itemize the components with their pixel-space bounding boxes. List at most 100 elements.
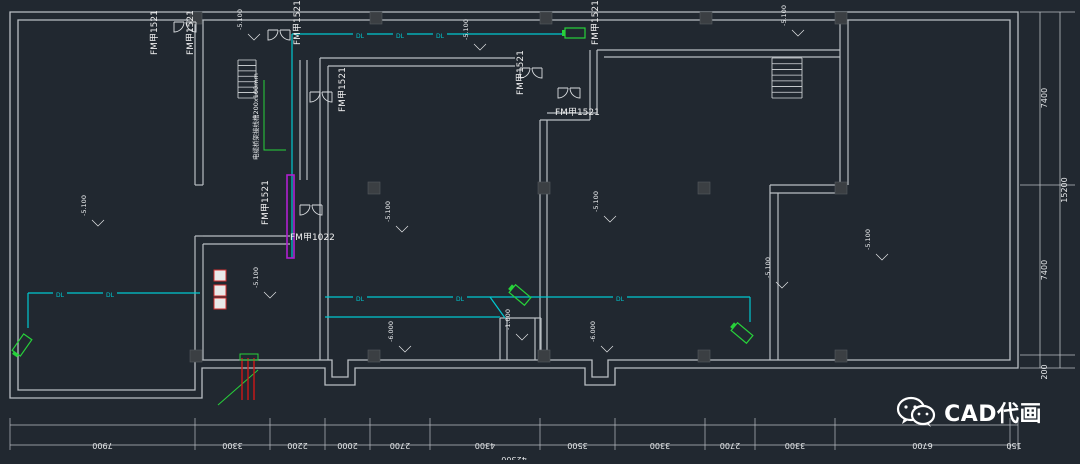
elevation-label: -5.100 <box>780 5 788 26</box>
equipment <box>11 27 754 358</box>
door-label: FM甲1521 <box>337 67 348 112</box>
structural-column <box>537 181 551 195</box>
door-swing <box>309 91 333 103</box>
cable-sleeve <box>239 353 259 361</box>
fixture-head <box>562 30 565 36</box>
elevation-marker <box>91 219 105 227</box>
dimension-value: 2700 <box>390 441 410 450</box>
dimension-value: 15200 <box>1060 177 1069 202</box>
elevation-marker <box>398 345 412 353</box>
door-swing <box>173 21 197 33</box>
switch-panel <box>213 297 227 310</box>
pipe-label: DL <box>436 33 445 40</box>
door-label: FM甲1521 <box>149 10 160 55</box>
elevation-label: -5.100 <box>384 201 392 222</box>
door-label: FM甲1521 <box>292 0 303 45</box>
dimension-value: 150 <box>1006 441 1021 450</box>
dimension-value: 6700 <box>912 441 932 450</box>
door-swing <box>557 87 581 99</box>
cable-tray-line <box>489 296 506 319</box>
elevation-label: -6.000 <box>387 321 395 342</box>
fixture-head <box>12 351 19 358</box>
elevation-label: -5.100 <box>764 257 772 278</box>
watermark: CAD代画 <box>896 396 1042 428</box>
distribution-box <box>730 321 754 345</box>
door-symbol <box>557 87 581 99</box>
watermark-label: CAD代画 <box>944 402 1042 427</box>
dimension-value: 3300 <box>650 441 670 450</box>
stair-right <box>771 57 803 99</box>
walls <box>9 11 1019 399</box>
switch-panel <box>213 269 227 282</box>
elevation-label: -5.100 <box>80 195 88 216</box>
door-swing <box>519 67 543 79</box>
stair-left <box>237 59 257 99</box>
pipe-label: DL <box>456 296 465 303</box>
elevation-label: -5.100 <box>462 19 470 40</box>
pipe-label-bg <box>353 31 367 39</box>
door-label: FM甲1521 <box>590 0 601 45</box>
elevation-marker <box>515 333 529 341</box>
elevation-marker <box>875 253 889 261</box>
pipe-label-bg <box>353 294 367 302</box>
dimension-value: 2700 <box>720 441 740 450</box>
dimension-value: 3300 <box>785 441 805 450</box>
door-label: FM甲1521 <box>185 10 196 55</box>
cable-riser <box>286 174 295 259</box>
riser-branch <box>263 80 286 151</box>
door-symbols <box>173 21 581 216</box>
door-symbol <box>173 21 197 33</box>
elevation-marker <box>247 33 261 41</box>
elevation-marker <box>603 215 617 223</box>
elevation-marker <box>600 345 614 353</box>
fixture-head <box>508 284 515 291</box>
dimension-total: 42300 <box>501 455 526 460</box>
pipe-label-bg <box>433 31 447 39</box>
door-label: FM甲1022 <box>290 232 335 243</box>
door-label: FM甲1521 <box>515 50 526 95</box>
elevation-marker <box>263 291 277 299</box>
dimension-value: 7900 <box>92 441 112 450</box>
pipe-label: DL <box>356 33 365 40</box>
pipe-label-bg <box>53 290 67 298</box>
structural-column <box>699 11 713 25</box>
dimension-value: 3500 <box>567 441 587 450</box>
elevation-marker <box>775 281 789 289</box>
stairs <box>237 57 803 99</box>
pipe-label-bg <box>103 290 117 298</box>
structural-column <box>367 349 381 363</box>
distribution-box <box>508 283 532 307</box>
outer-wall <box>9 11 1019 399</box>
structural-column <box>369 11 383 25</box>
fixture-body <box>564 27 586 39</box>
cable-entry-green <box>217 369 259 406</box>
elevation-marker <box>395 225 409 233</box>
dimension-value: 2000 <box>337 441 357 450</box>
elevation-label: -5.100 <box>864 229 872 250</box>
elevation-label: -5.100 <box>236 9 244 30</box>
elevation-marker <box>791 29 805 37</box>
structural-column <box>834 349 848 363</box>
wechat-icon <box>896 396 936 427</box>
structural-column <box>697 181 711 195</box>
door-symbol <box>519 67 543 79</box>
elevation-label: -5.100 <box>252 267 260 288</box>
dimension-value: 3300 <box>222 441 242 450</box>
door-swing <box>267 29 291 41</box>
pipe-label-bg <box>393 31 407 39</box>
dimension-value: 200 <box>1040 364 1049 379</box>
elevation-label: -1.000 <box>504 309 512 330</box>
pipe-label-bg <box>453 294 467 302</box>
pipe-label: DL <box>106 292 115 299</box>
pipe-label: DL <box>396 33 405 40</box>
door-label: FM甲1521 <box>555 107 600 118</box>
pipe-label: DL <box>56 292 65 299</box>
outer-wall-inner <box>17 19 1011 391</box>
pipe-label: DL <box>616 296 625 303</box>
structural-column <box>367 181 381 195</box>
columns <box>189 11 848 363</box>
